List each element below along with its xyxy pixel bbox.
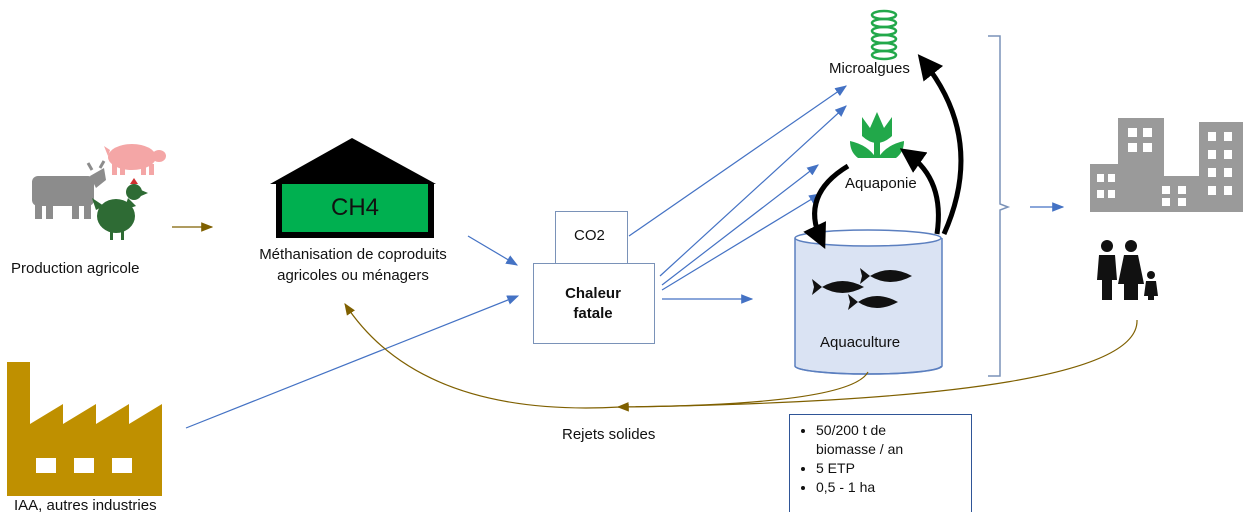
flow-arrows xyxy=(172,85,1065,429)
info-list: 50/200 t de biomasse / an 5 ETP 0,5 - 1 h… xyxy=(800,421,963,497)
digester-roof xyxy=(270,138,436,184)
pig-icon xyxy=(104,144,166,175)
info-box: 50/200 t de biomasse / an 5 ETP 0,5 - 1 h… xyxy=(789,414,972,512)
return-arrows xyxy=(344,302,1138,412)
outputs-bracket xyxy=(988,35,1011,377)
spring-icon xyxy=(870,9,898,61)
buildings-icon xyxy=(1090,118,1243,212)
chaleur-label-2: fatale xyxy=(573,305,613,322)
iaa-label: IAA, autres industries xyxy=(14,497,157,512)
methanisation-label-2: agricoles ou ménagers xyxy=(277,267,429,284)
aquaculture-label: Aquaculture xyxy=(820,334,901,351)
tulip-icon xyxy=(850,112,904,158)
chicken-icon xyxy=(92,178,148,240)
chaleur-box xyxy=(533,263,655,344)
rejets-label: Rejets solides xyxy=(562,426,656,443)
info-item-text: biomasse / an xyxy=(816,441,904,457)
factory-icon xyxy=(7,362,162,496)
info-item-text: 5 ETP xyxy=(816,460,855,476)
chaleur-label-1: Chaleur xyxy=(565,285,621,302)
methanisation-label-1: Méthanisation de coproduits xyxy=(259,246,447,263)
co2-box xyxy=(555,211,628,265)
aquaponie-label: Aquaponie xyxy=(845,175,917,192)
digester-body: CH4 xyxy=(276,184,434,238)
fish-icon xyxy=(812,268,912,310)
microalgues-label: Microalgues xyxy=(829,60,910,77)
ch4-label: CH4 xyxy=(330,194,379,221)
co2-label: CO2 xyxy=(574,227,605,244)
production-label: Production agricole xyxy=(11,260,140,277)
info-item: 5 ETP xyxy=(816,459,963,478)
family-icon xyxy=(1097,240,1158,300)
info-item: 50/200 t de biomasse / an xyxy=(816,421,963,459)
info-item-text: 0,5 - 1 ha xyxy=(816,479,876,495)
info-item: 0,5 - 1 ha xyxy=(816,478,963,497)
recirculation-arrows xyxy=(803,54,964,250)
info-item-text: 50/200 t de xyxy=(816,422,887,438)
cow-icon xyxy=(32,160,106,219)
